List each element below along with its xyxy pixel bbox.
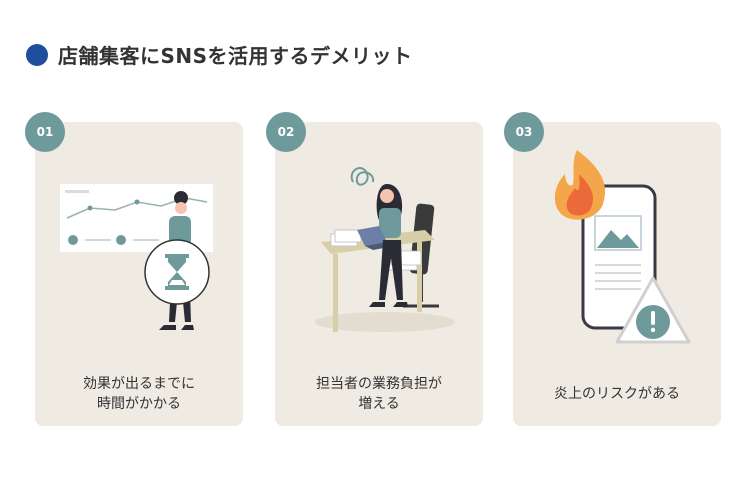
card-caption: 炎上のリスクがある	[554, 386, 680, 402]
card-number-badge: 01	[25, 112, 65, 152]
card-flaming: 炎上のリスクがある	[513, 122, 721, 426]
card-caption: 担当者の業務負担が 増える	[316, 376, 442, 412]
fire-icon	[554, 150, 606, 220]
time-illustration	[60, 184, 213, 330]
heading-dot-icon	[26, 43, 48, 66]
page-title: 店舗集客にSNSを活用するデメリット	[58, 44, 413, 68]
card-workload: 担当者の業務負担が 増える	[275, 122, 483, 426]
section-heading: 店舗集客にSNSを活用するデメリット	[26, 40, 413, 69]
card-caption: 効果が出るまでに 時間がかかる	[83, 376, 195, 412]
card-number-badge: 03	[504, 112, 544, 152]
flaming-illustration	[554, 150, 691, 344]
workload-illustration	[315, 167, 455, 332]
warning-icon	[615, 276, 691, 344]
card-number-badge: 02	[266, 112, 306, 152]
smartphone-icon	[581, 184, 657, 330]
hourglass-icon	[144, 239, 210, 305]
card-time: 効果が出るまでに 時間がかかる	[35, 122, 243, 426]
